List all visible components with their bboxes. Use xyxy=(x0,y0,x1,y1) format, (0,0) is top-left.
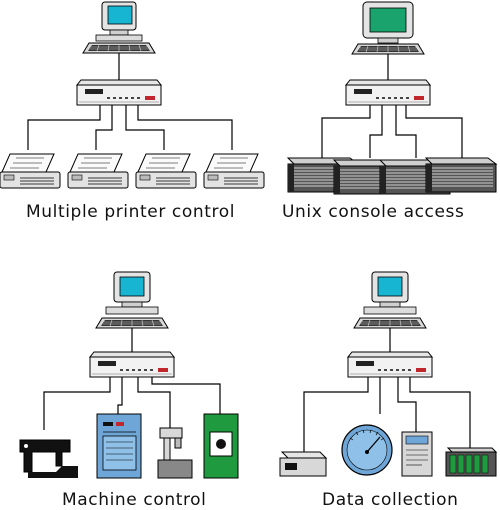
printer xyxy=(203,153,265,189)
monitor-screen xyxy=(107,5,133,25)
computer-workstation xyxy=(82,1,156,54)
printer xyxy=(67,153,129,189)
monitor xyxy=(105,271,159,315)
controller-panel xyxy=(203,413,239,479)
unix-server xyxy=(425,157,497,193)
serial-cables xyxy=(303,377,471,452)
drill-press xyxy=(157,427,193,479)
monitor-screen xyxy=(369,7,407,33)
panel-data-collection xyxy=(279,271,498,477)
caption-unix-console-access: Unix console access xyxy=(282,202,465,222)
monitor xyxy=(95,1,143,42)
caption-machine-control: Machine control xyxy=(62,490,207,510)
computer-workstation xyxy=(95,271,169,329)
printer xyxy=(0,153,61,189)
caption-data-collection: Data collection xyxy=(322,490,459,510)
printer xyxy=(135,153,197,189)
caption-multiple-printer-control: Multiple printer control xyxy=(26,202,236,222)
multiplexer-unit xyxy=(345,79,431,106)
multiplexer-unit xyxy=(347,351,433,378)
monitor-screen xyxy=(119,276,145,297)
serial-cables xyxy=(27,105,233,150)
keyboard xyxy=(82,42,156,54)
serial-cables xyxy=(43,377,221,430)
panel-machine-control xyxy=(19,271,239,479)
computer-workstation xyxy=(351,1,425,55)
keyboard xyxy=(95,317,169,329)
serial-cables xyxy=(321,105,463,158)
multiplexer-unit xyxy=(76,79,162,106)
sewing-machine xyxy=(19,439,78,478)
monitor xyxy=(363,271,417,315)
control-cabinet xyxy=(96,413,142,479)
multiplexer-unit xyxy=(89,351,175,378)
keyboard xyxy=(353,317,427,329)
computer-workstation xyxy=(353,271,427,329)
keyboard xyxy=(351,43,425,55)
monitor xyxy=(362,1,414,44)
panel-multiple-printer-control xyxy=(0,1,265,189)
monitor-screen xyxy=(377,276,403,297)
meter-box xyxy=(279,451,328,477)
document-reader xyxy=(401,431,433,477)
gauge-dial xyxy=(341,424,393,476)
panel-unix-console-access xyxy=(287,1,497,195)
circuit-board xyxy=(445,447,498,477)
